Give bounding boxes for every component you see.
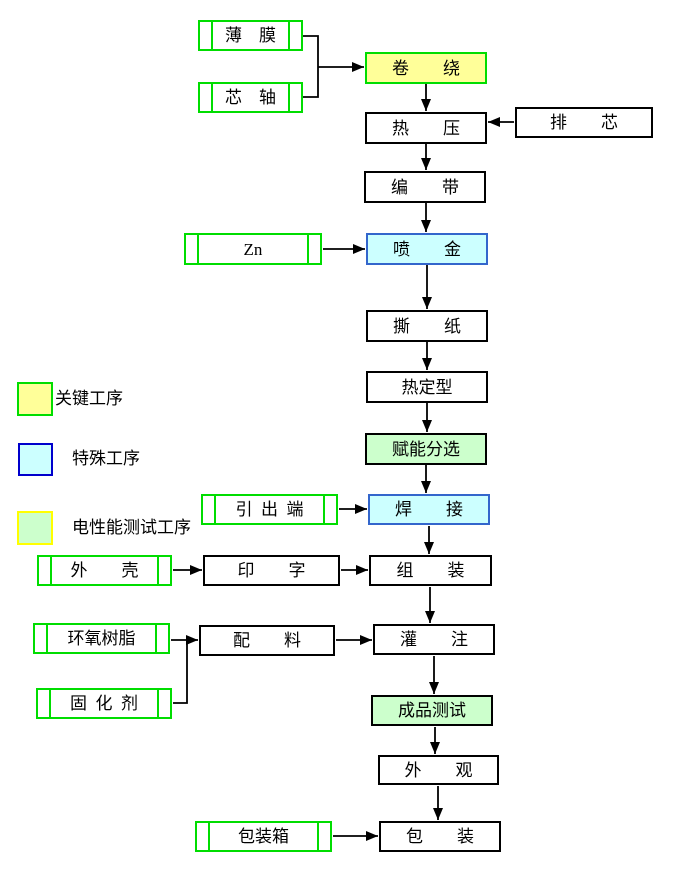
- node-batching: 配 料: [199, 625, 335, 656]
- node-energize-sort: 赋能分选: [365, 433, 487, 465]
- node-label: 芯 轴: [225, 88, 276, 107]
- node-label: 环氧树脂: [67, 629, 136, 648]
- node-label: 排 芯: [550, 113, 618, 132]
- node-packing-box: 包装箱: [195, 821, 332, 852]
- node-label: 印 字: [237, 561, 306, 580]
- legend-swatch-key-process: [17, 382, 53, 416]
- node-shell: 外 壳: [37, 555, 172, 586]
- node-label: 组 装: [396, 561, 465, 580]
- node-shaft: 芯 轴: [198, 82, 303, 113]
- input-box-right-bar: [288, 83, 290, 112]
- input-box-left-bar: [214, 495, 216, 524]
- node-label: 配 料: [233, 631, 301, 650]
- node-label: 外 壳: [70, 561, 139, 580]
- node-label: 焊 接: [395, 500, 463, 519]
- node-label: 薄 膜: [225, 26, 276, 45]
- input-box-right-bar: [157, 556, 159, 585]
- node-hardener: 固 化 剂: [36, 688, 172, 719]
- node-label: 赋能分选: [392, 439, 460, 459]
- node-metal-spray: 喷 金: [366, 233, 488, 265]
- node-label: 卷 绕: [392, 58, 460, 78]
- legend-label-key-process: 关键工序: [55, 389, 123, 408]
- input-box-left-bar: [49, 689, 51, 718]
- node-label: 成品测试: [398, 701, 466, 720]
- node-label: 引 出 端: [235, 500, 304, 519]
- input-box-right-bar: [155, 624, 157, 653]
- node-label: 固 化 剂: [70, 694, 138, 713]
- node-label: 灌 注: [400, 630, 468, 649]
- node-film: 薄 膜: [198, 20, 303, 51]
- node-label: Zn: [243, 239, 263, 259]
- node-label: 热 压: [392, 118, 460, 138]
- node-label: 撕 纸: [393, 316, 461, 336]
- node-printing: 印 字: [203, 555, 340, 586]
- input-box-left-bar: [211, 83, 213, 112]
- node-welding: 焊 接: [368, 494, 490, 525]
- input-box-left-bar: [50, 556, 52, 585]
- edge-hardener-junction: [173, 641, 188, 704]
- input-box-right-bar: [323, 495, 325, 524]
- node-tear-paper: 撕 纸: [366, 310, 488, 342]
- node-taping: 编 带: [364, 171, 486, 203]
- input-box-right-bar: [157, 689, 159, 718]
- node-label: 热定型: [401, 377, 453, 397]
- node-label: 包 装: [406, 827, 474, 846]
- input-box-left-bar: [211, 21, 213, 50]
- node-epoxy-resin: 环氧树脂: [33, 623, 170, 654]
- node-label: 喷 金: [393, 239, 461, 259]
- input-box-right-bar: [307, 234, 309, 264]
- node-final-test: 成品测试: [371, 695, 493, 726]
- node-zn: Zn: [184, 233, 322, 265]
- node-heat-setting: 热定型: [366, 371, 488, 403]
- node-appearance: 外 观: [378, 755, 499, 785]
- node-assembly: 组 装: [369, 555, 492, 586]
- node-label: 包装箱: [238, 827, 289, 846]
- legend-swatch-electrical-test-process: [17, 511, 53, 545]
- legend-swatch-special-process: [18, 443, 53, 476]
- edge-film-shaft-bracket: [303, 35, 319, 98]
- node-label: 外 观: [404, 760, 473, 780]
- node-winding: 卷 绕: [365, 52, 487, 84]
- input-box-right-bar: [288, 21, 290, 50]
- input-box-right-bar: [317, 822, 319, 851]
- node-lead-out: 引 出 端: [201, 494, 338, 525]
- legend-label-special-process: 特殊工序: [72, 449, 140, 468]
- node-hot-press: 热 压: [365, 112, 487, 144]
- node-packing: 包 装: [379, 821, 501, 852]
- node-pouring: 灌 注: [373, 624, 495, 655]
- node-arrange-core: 排 芯: [515, 107, 653, 138]
- input-box-left-bar: [208, 822, 210, 851]
- input-box-left-bar: [197, 234, 199, 264]
- input-box-left-bar: [46, 624, 48, 653]
- node-label: 编 带: [391, 177, 459, 197]
- legend-label-electrical-test-process: 电性能测试工序: [72, 518, 191, 537]
